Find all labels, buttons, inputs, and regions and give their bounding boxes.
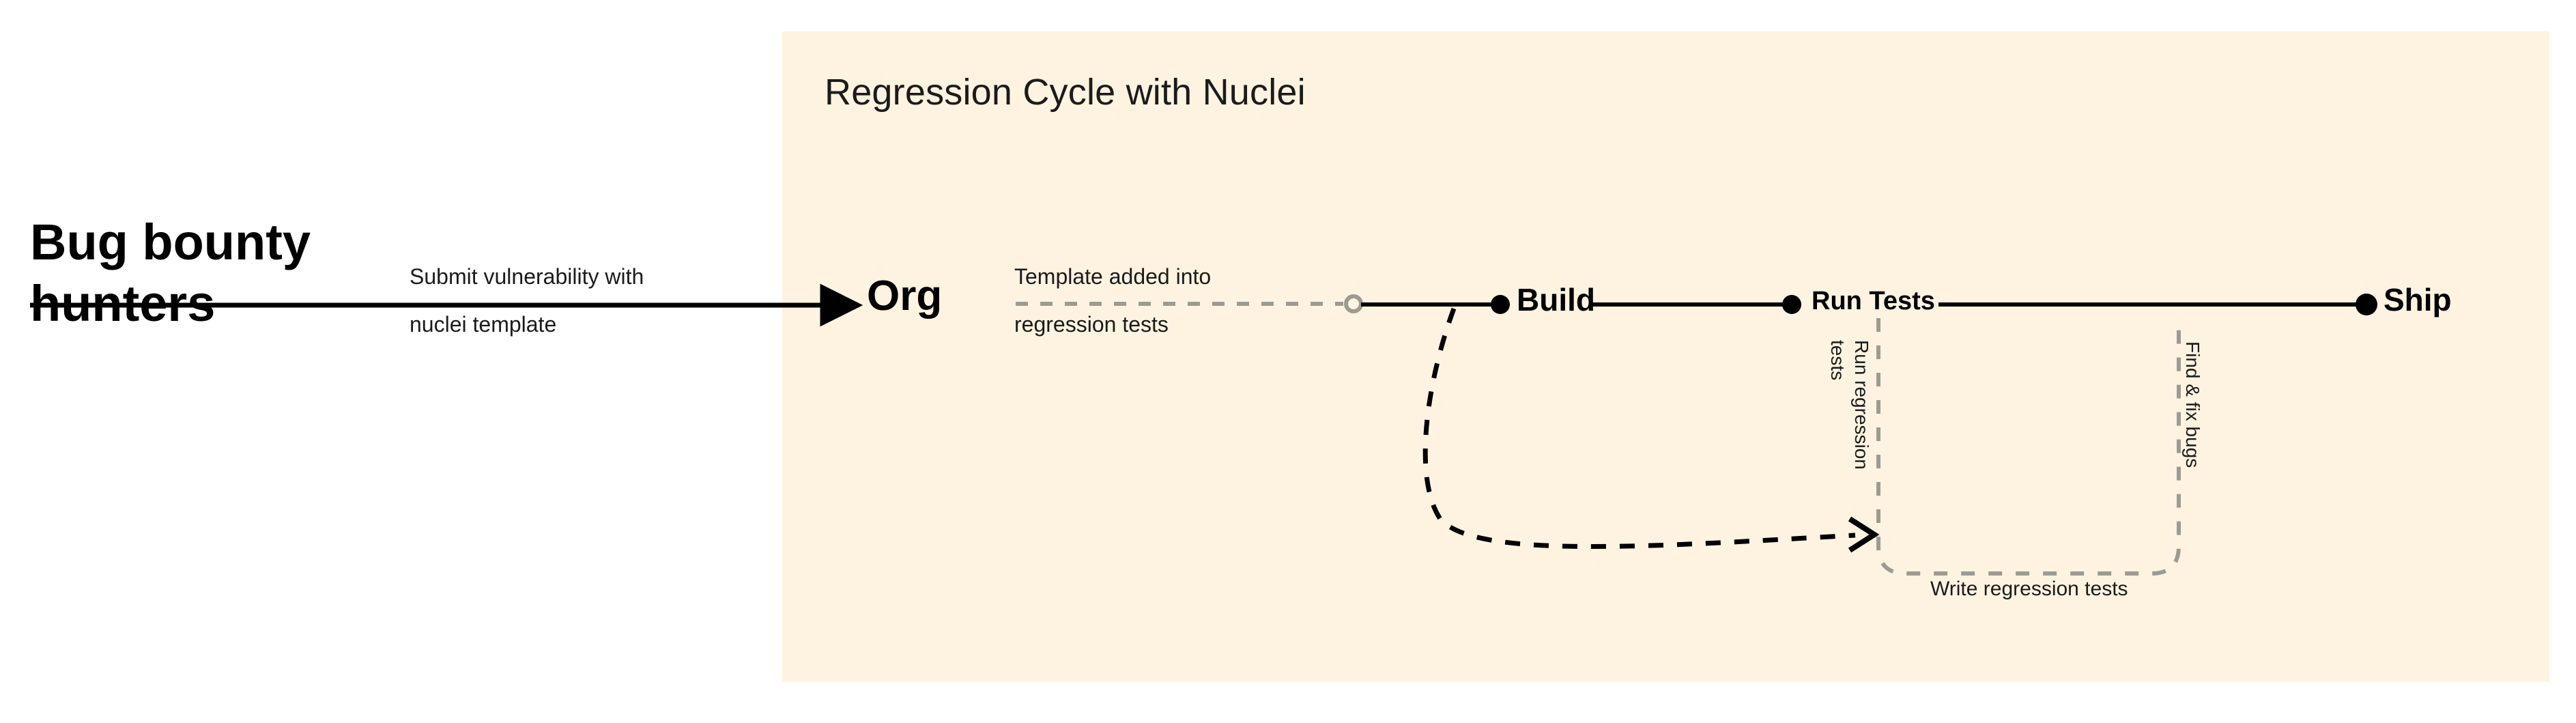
edge-label-write-regression-tests: Write regression tests [1930,578,2128,600]
regression-cycle-panel [782,31,2549,682]
edge-label-submit-vulnerability: Submit vulnerability with nuclei templat… [410,264,644,337]
edge-label-run-regression-tests: Run regression tests [1827,340,1872,470]
edge-label-find-fix-bugs: Find & fix bugs [2182,341,2203,468]
actor-bug-bounty-hunters: Bug bounty hunters [30,214,311,332]
edge-label-template-added: Template added into regression tests [1014,264,1212,337]
page-title: Regression Cycle with Nuclei [825,72,1306,113]
node-label-run-tests[interactable]: Run Tests [1812,287,1935,315]
node-label-org[interactable]: Org [867,272,943,320]
node-label-ship[interactable]: Ship [2384,282,2452,317]
node-label-build[interactable]: Build [1517,282,1595,317]
